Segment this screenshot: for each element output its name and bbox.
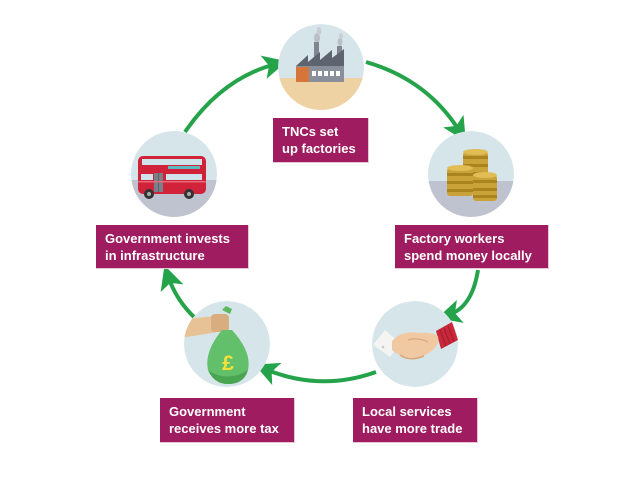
label-services-line-1: Local services: [362, 404, 452, 419]
handshake-icon: [373, 322, 458, 360]
label-infrastructure-line-1: Government invests: [105, 231, 230, 246]
node-workers: [428, 131, 514, 217]
label-factories: TNCs set up factories: [273, 118, 369, 163]
label-services-line-2: have more trade: [362, 421, 463, 436]
node-factories: [278, 24, 364, 110]
node-infrastructure: [131, 131, 217, 217]
pound-sign: £: [222, 352, 234, 375]
node-services: [372, 301, 458, 387]
label-services: Local services have more trade: [353, 398, 478, 443]
factory-icon: [296, 27, 344, 82]
label-tax-line-2: receives more tax: [169, 421, 279, 436]
label-factories-line-2: up factories: [282, 141, 356, 156]
label-workers: Factory workers spend money locally: [395, 225, 549, 269]
cycle-arrows: [160, 55, 480, 386]
label-tax-line-1: Government: [169, 404, 246, 419]
money-bag-icon: £: [207, 306, 249, 384]
label-factories-line-1: TNCs set: [282, 124, 339, 139]
arrow-workers-to-services: [437, 269, 480, 323]
label-tax: Government receives more tax: [160, 398, 295, 443]
label-workers-line-1: Factory workers: [404, 231, 505, 246]
label-infrastructure-line-2: in infrastructure: [105, 248, 205, 263]
arrow-tax-to-infrastructure: [160, 265, 197, 320]
label-workers-line-2: spend money locally: [404, 248, 532, 263]
coins-icon: [447, 149, 497, 201]
label-infrastructure: Government invests in infrastructure: [96, 225, 249, 269]
arrow-infrastructure-to-factories: [183, 55, 287, 134]
arrow-services-to-tax: [254, 362, 377, 386]
bus-icon: [138, 156, 206, 199]
arrow-factories-to-workers: [365, 60, 466, 142]
